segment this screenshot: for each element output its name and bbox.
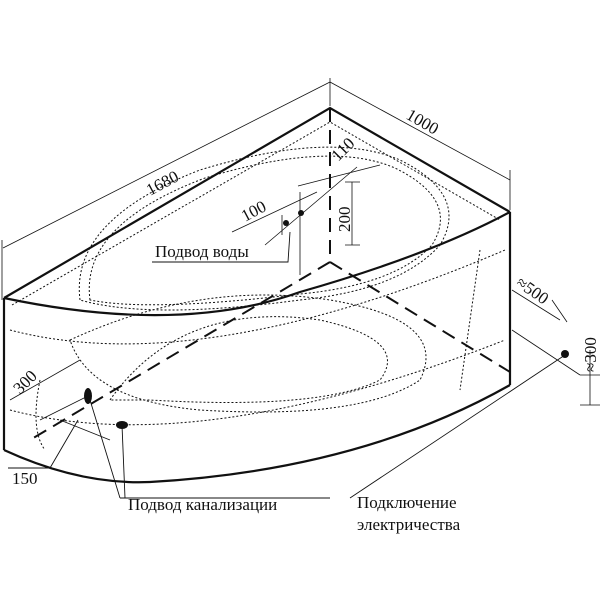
- dim-water-height: 200: [335, 207, 354, 233]
- label-water: Подвод воды: [155, 242, 249, 261]
- label-drain: Подвод канализации: [128, 495, 277, 514]
- dim-drain-offset: 150: [12, 469, 38, 488]
- label-electric-2: электричества: [357, 515, 461, 534]
- dimension-lines: [1, 78, 600, 441]
- dim-water-110: 110: [327, 134, 358, 165]
- leader-lines: [8, 231, 566, 499]
- inner-contours: [9, 121, 506, 451]
- hidden-edges: [29, 108, 511, 441]
- dim-width: 1000: [403, 105, 442, 138]
- dim-electric-height: ≈300: [581, 337, 600, 372]
- label-electric-1: Подключение: [357, 493, 457, 512]
- dim-drain-height: 300: [9, 366, 40, 397]
- fittings: [84, 210, 569, 429]
- dim-water-100: 100: [238, 197, 269, 226]
- dim-length: 1680: [143, 167, 182, 200]
